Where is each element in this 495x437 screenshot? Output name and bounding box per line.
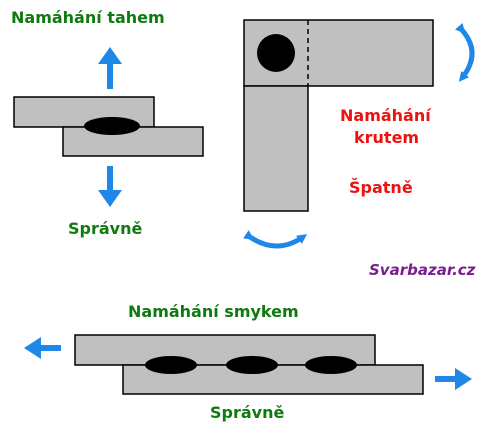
curved-arrow-icon [243, 230, 308, 249]
shear-diagram [24, 334, 472, 395]
torsion-diagram [243, 19, 475, 249]
curved-arrow-icon [454, 22, 475, 82]
shear-weld [226, 356, 278, 374]
tension-title: Namáhání tahem [11, 8, 165, 27]
shear-title: Namáhání smykem [128, 302, 299, 321]
shear-verdict: Správně [210, 403, 285, 422]
arrow-up-icon [98, 47, 122, 89]
shear-weld [305, 356, 357, 374]
torsion-title-line1: Namáhání [340, 106, 431, 125]
torsion-weld [257, 34, 295, 72]
shear-weld [145, 356, 197, 374]
watermark: Svarbazar.cz [369, 261, 476, 279]
tension-diagram [13, 47, 204, 207]
tension-upper-plate [13, 96, 155, 128]
arrow-right-icon [435, 368, 472, 390]
torsion-verdict: Špatně [349, 178, 413, 197]
arrow-left-icon [24, 337, 61, 359]
tension-verdict: Správně [68, 219, 143, 238]
torsion-title-line2: krutem [354, 128, 420, 147]
arrow-down-icon [98, 166, 122, 207]
tension-weld [84, 117, 140, 135]
torsion-vertical-plate [243, 85, 309, 212]
